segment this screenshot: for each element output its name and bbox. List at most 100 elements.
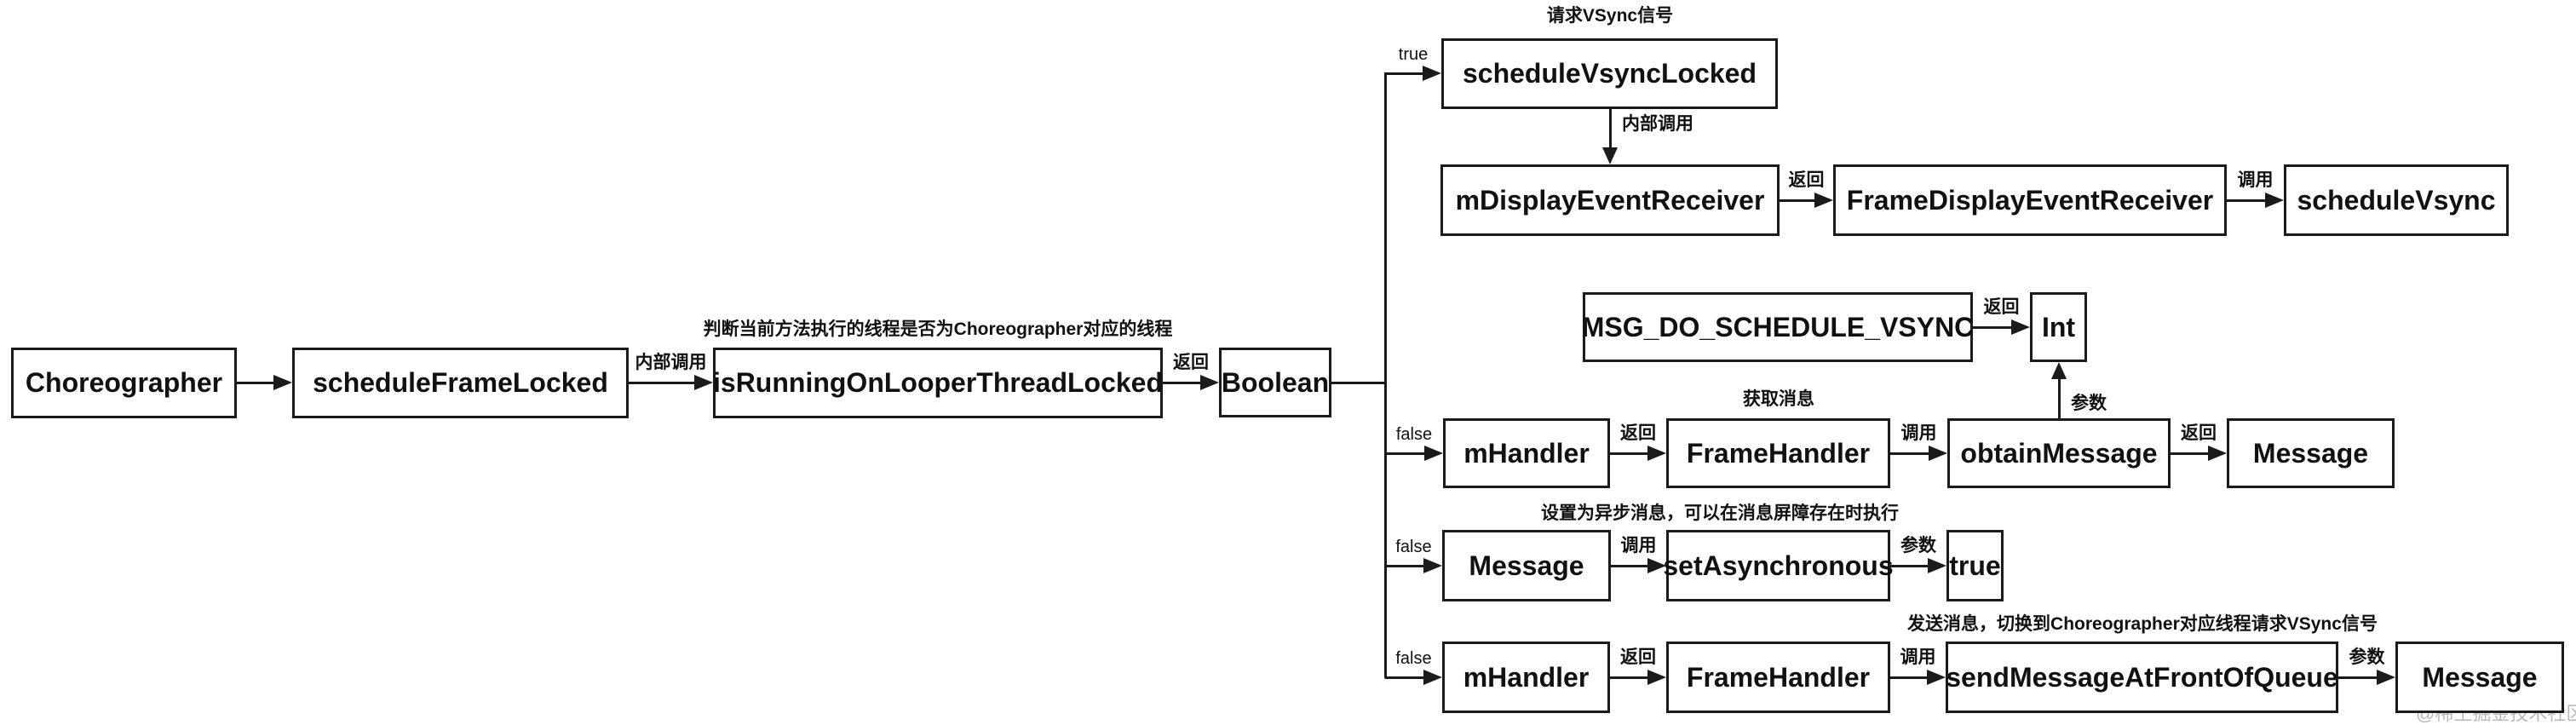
node-frame-handler-2: FrameHandler [1666,642,1890,713]
edge-label: 内部调用 [635,353,707,372]
edge-label: true [1398,45,1429,64]
arrow-head-icon [1423,558,1442,573]
connector-line [1890,452,1930,455]
connector-line [629,382,696,384]
connector-line [1780,199,1816,202]
connector-line [1385,72,1424,75]
arrow-head-icon [1928,558,1946,573]
edge-label: false [1395,425,1433,444]
caption: 请求VSync信号 [1546,6,1674,26]
node-int: Int [2030,292,2087,362]
branch-connector-line [1384,72,1387,678]
caption: 发送消息，切换到Choreographer对应线程请求VSync信号 [1907,614,2378,634]
edge-label: 调用 [1620,536,1657,555]
node-label: mHandler [1463,437,1590,469]
arrow-head-icon [1602,147,1618,164]
connector-line [1385,676,1425,679]
node-message-2: Message [1442,530,1611,601]
node-label: scheduleVsyncLocked [1462,58,1757,89]
edge-label: 调用 [2237,170,2274,190]
node-label: isRunningOnLooperThreadLocked [713,367,1164,398]
node-schedule-frame-locked: scheduleFrameLocked [292,348,629,418]
arrow-head-icon [2051,362,2067,379]
node-label: obtainMessage [1960,437,2158,469]
arrow-head-icon [1927,670,1946,685]
connector-line [2058,377,2061,418]
arrow-head-icon [2011,319,2030,335]
arrow-head-icon [1423,670,1442,685]
node-message-3: Message [2395,642,2564,713]
node-label: FrameHandler [1686,437,1871,469]
edge-label: 返回 [1620,423,1656,443]
connector-line [237,382,275,384]
node-boolean: Boolean [1219,348,1331,417]
arrow-head-icon [2208,446,2227,461]
node-frame-display-event-receiver: FrameDisplayEventReceiver [1833,164,2227,236]
node-m-display-event-receiver: mDisplayEventReceiver [1440,164,1780,236]
edge-label: 返回 [2181,423,2217,443]
node-label: setAsynchronous [1663,550,1894,581]
node-choreographer: Choreographer [11,348,237,418]
node-true: true [1946,530,2004,601]
edge-label: 调用 [1900,423,1937,443]
node-msg-do-schedule-vsync: MSG_DO_SCHEDULE_VSYNC [1581,292,1975,362]
edge-label: 返回 [1983,297,2020,317]
node-message-1: Message [2227,418,2395,488]
node-set-asynchronous: setAsynchronous [1663,530,1894,601]
arrow-head-icon [1200,375,1219,390]
caption: 判断当前方法执行的线程是否为Choreographer对应的线程 [703,319,1173,339]
connector-line [1973,326,2013,329]
arrow-head-icon [1647,558,1666,573]
connector-line [2338,676,2378,679]
node-schedule-vsync: scheduleVsync [2284,164,2509,236]
arrow-head-icon [1647,446,1666,461]
connector-line [1890,676,1929,679]
node-label: mDisplayEventReceiver [1455,184,1765,216]
node-send-message-at-front-of-queue: sendMessageAtFrontOfQueue [1946,642,2338,713]
node-obtain-message: obtainMessage [1947,418,2171,488]
connector-line [2227,199,2267,202]
node-label: true [1949,550,2001,581]
arrow-head-icon [1814,193,1833,208]
node-label: Int [2041,311,2076,342]
arrow-head-icon [2377,670,2395,685]
node-label: FrameHandler [1686,661,1871,693]
node-m-handler-2: mHandler [1442,642,1610,713]
arrow-head-icon [2265,193,2284,208]
connector-line [1163,382,1202,384]
edge-label: 参数 [2349,647,2385,667]
edge-label: false [1395,649,1432,668]
arrow-head-icon [1647,670,1666,685]
node-frame-handler-1: FrameHandler [1666,418,1890,488]
node-label: scheduleFrameLocked [313,367,608,398]
node-label: Message [1469,550,1584,581]
node-label: mHandler [1463,661,1590,693]
connector-line [2171,452,2210,455]
node-label: Boolean [1221,366,1330,398]
node-label: Message [2422,661,2538,693]
node-m-handler-1: mHandler [1443,418,1610,488]
connector-line [1890,565,1929,567]
connector-line [1609,109,1612,149]
arrow-head-icon [273,375,292,390]
node-label: Message [2252,437,2369,469]
connector-line [1331,382,1386,384]
caption: 获取消息 [1743,389,1814,409]
node-is-running-on-looper-thread-locked: isRunningOnLooperThreadLocked [713,348,1163,418]
edge-label: 内部调用 [1622,113,1693,134]
edge-label: 返回 [1173,353,1209,372]
node-label: MSG_DO_SCHEDULE_VSYNC [1581,311,1975,342]
edge-label: false [1395,538,1432,556]
edge-label: 返回 [1788,170,1825,190]
caption: 设置为异步消息，可以在消息屏障存在时执行 [1541,503,1899,523]
connector-line [1610,452,1649,455]
node-label: FrameDisplayEventReceiver [1846,184,2214,216]
connector-line [1385,452,1426,455]
node-label: Choreographer [25,367,223,398]
connector-line [1385,565,1425,567]
edge-label: 调用 [1900,647,1936,667]
edge-label: 参数 [1900,536,1936,555]
arrow-head-icon [1424,446,1443,461]
arrow-head-icon [1423,66,1441,81]
